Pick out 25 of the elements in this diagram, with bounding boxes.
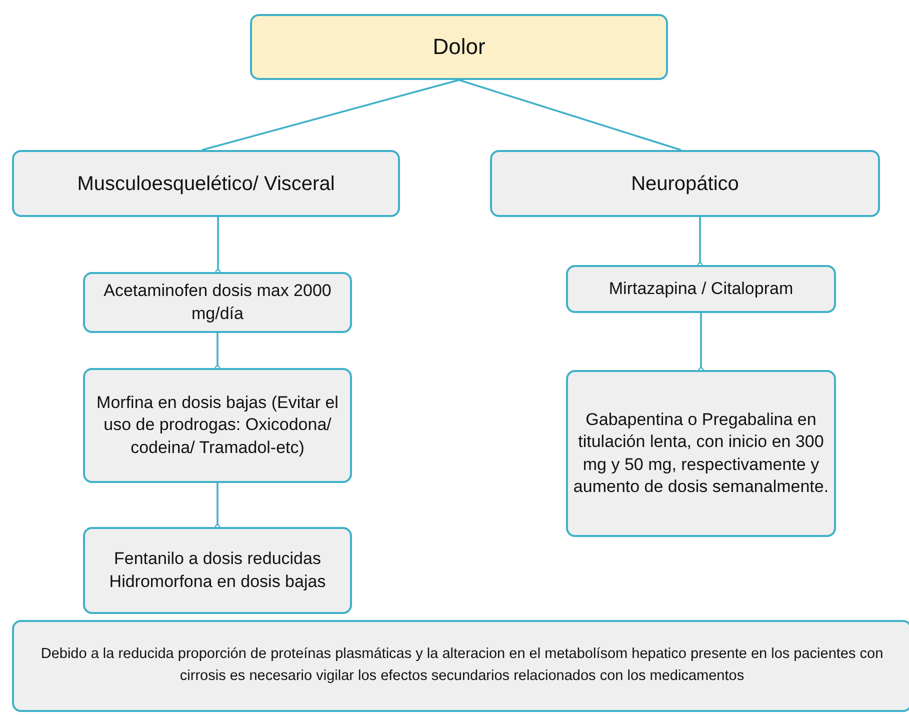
connector-line (698, 313, 704, 373)
node-text: Musculoesquelético/ Visceral (77, 172, 335, 196)
node-text: Debido a la reducida proporción de proteínas plasmáticas y la alteracion en el metabolísom hepatico presente en los pacientes con cirrosis es necesario vigilar los efectos secundarios relacionados con los medicamentos (40, 645, 884, 686)
node-text: Fentanilo a dosis reducidas Hidromorfona en dosis bajas (108, 548, 327, 592)
process-box (83, 368, 352, 483)
node-text: Mirtazapina / Citalopram (608, 278, 794, 300)
process-box (566, 370, 836, 537)
connector-line (697, 217, 703, 268)
node-text: Neuropático (631, 172, 739, 196)
process-box (83, 272, 352, 333)
node-text: Dolor (432, 32, 486, 61)
connector-line (202, 79, 460, 151)
node-text: Morfina en dosis bajas (Evitar el uso de prodrogas: Oxicodona/ codeina/ Tramadol-etc) (96, 392, 340, 459)
process-box (250, 14, 668, 80)
process-box (490, 150, 880, 217)
node-text: Gabapentina o Pregabalina en titulación lenta, con inicio en 300 mg y 50 mg, respectivamente y aumento de dosis semanalmente. (572, 409, 830, 498)
connector-line (458, 79, 682, 151)
connector-line (215, 217, 221, 275)
connector-line (214, 333, 220, 371)
note-box (12, 620, 909, 712)
process-box (566, 265, 836, 313)
process-box (12, 150, 400, 217)
connector-line (214, 483, 220, 530)
node-text: Acetaminofen dosis max 2000 mg/día (102, 280, 332, 324)
process-box (83, 527, 352, 614)
